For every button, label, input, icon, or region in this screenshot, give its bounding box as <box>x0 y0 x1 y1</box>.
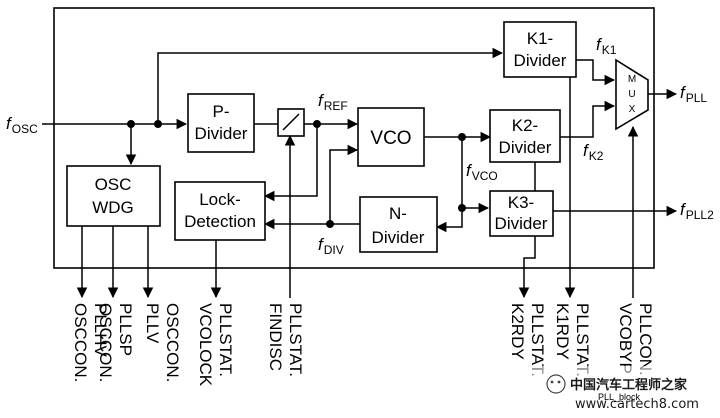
fk1-sub: K1 <box>602 43 617 57</box>
n-divider-label-1: N- <box>389 204 407 223</box>
switch-block <box>277 108 305 137</box>
output-pllsp-line2: PLLSP <box>116 303 135 356</box>
junction-dot <box>326 220 334 228</box>
watermark-line2: www.cartech8.com <box>575 397 699 412</box>
output-pllv: OSCCON. PLLV <box>143 303 182 382</box>
output-vcolock: PLLSTAT. VCOLOCK <box>196 303 235 387</box>
p-divider-label-1: P- <box>213 102 230 121</box>
fdiv-label: fDIV <box>318 235 344 257</box>
fk2-sub: K2 <box>589 149 604 163</box>
watermark-overlay: PLL_block <box>598 392 641 402</box>
fref-main: f <box>318 91 325 110</box>
output-pllsp: OSCCON. PLLSP <box>96 303 135 382</box>
fpll-sub: PLL <box>686 91 708 105</box>
output-k1rdy: PLLSTAT. K1RDY <box>553 303 592 377</box>
mux-letter-u: U <box>628 89 635 100</box>
junction-dot <box>313 120 321 128</box>
k2-divider-label-2: Divider <box>499 138 552 157</box>
watermark-line1: 中国汽车工程师之家 <box>570 377 688 393</box>
k1-divider-label-2: Divider <box>514 51 567 70</box>
fpll-label: fPLL <box>680 83 707 105</box>
watermark: 中国汽车工程师之家 www.cartech8.com PLL_block <box>526 366 716 414</box>
fpll2-main: f <box>680 200 687 219</box>
output-k2rdy-line2: K2RDY <box>508 303 527 360</box>
vco-block: VCO <box>357 107 425 167</box>
output-findisc-line2: FINDISC <box>266 303 285 371</box>
output-pllhv-line1: OSCCON. <box>71 303 90 382</box>
output-pllv-line1: OSCCON. <box>163 303 182 382</box>
output-findisc: PLLSTAT. FINDISC <box>266 303 305 377</box>
fvco-sub: VCO <box>472 169 498 183</box>
junction-dot <box>458 133 466 141</box>
fpll-main: f <box>680 83 687 102</box>
output-k2rdy-line1: PLLSTAT. <box>528 303 547 377</box>
output-k2rdy: PLLSTAT. K2RDY <box>508 303 547 377</box>
osc-wdg-label-2: WDG <box>92 198 134 217</box>
output-pllhv-line2: PLLHV <box>91 303 110 358</box>
fdiv-sub: DIV <box>324 243 344 257</box>
k1-to-mux-wire <box>576 59 616 86</box>
fosc-bypass-to-k1-wire <box>157 47 504 124</box>
output-vcobyp: PLLCON. VCOBYP <box>616 303 655 376</box>
output-k1rdy-line1: PLLSTAT. <box>573 303 592 377</box>
k3-divider-label-1: K3- <box>508 193 534 212</box>
fosc-sub: OSC <box>12 122 38 136</box>
junction-dot <box>127 120 135 128</box>
junction-dot <box>154 120 162 128</box>
output-vcobyp-line1: PLLCON. <box>636 303 655 376</box>
osc-wdg-label-1: OSC <box>95 175 132 194</box>
mux-letter-x: X <box>629 104 636 115</box>
fvco-to-ndivider-wire <box>435 137 463 233</box>
output-k1rdy-line2: K1RDY <box>553 303 572 360</box>
output-vcobyp-line2: VCOBYP <box>616 303 635 374</box>
p-divider-block: P- Divider <box>187 93 255 153</box>
output-vcolock-line2: VCOLOCK <box>196 303 215 387</box>
k2-divider-label-1: K2- <box>512 116 538 135</box>
fk2-main: f <box>583 141 590 160</box>
k1-divider-block: K1- Divider <box>503 21 577 78</box>
junction-dot <box>458 204 466 212</box>
pll-module-frame <box>53 7 655 269</box>
output-findisc-line1: PLLSTAT. <box>286 303 305 377</box>
fref-label: fREF <box>318 91 348 113</box>
vco-label: VCO <box>370 128 411 149</box>
output-vcolock-line1: PLLSTAT. <box>216 303 235 377</box>
fpll2-sub: PLL2 <box>686 208 714 222</box>
lock-detection-label-1: Lock- <box>199 190 241 209</box>
output-pllv-line2: PLLV <box>143 303 162 344</box>
fdiv-to-vco-wire <box>329 144 359 224</box>
fosc-label: fOSC <box>6 114 38 136</box>
fdiv-main: f <box>318 235 325 254</box>
fref-to-lock-wire <box>263 124 318 202</box>
fvco-label: fVCO <box>466 161 498 183</box>
k2-to-mux-wire <box>560 100 616 138</box>
wechat-icon <box>546 374 566 394</box>
fpll2-label: fPLL2 <box>680 200 714 222</box>
fk1-main: f <box>596 35 603 54</box>
k1-divider-label-1: K1- <box>527 29 553 48</box>
n-divider-label-2: Divider <box>372 228 425 247</box>
k3-divider-block: K3- Divider <box>489 190 554 237</box>
lock-detection-label-2: Detection <box>184 212 256 231</box>
output-pllsp-line1: OSCCON. <box>96 303 115 382</box>
n-divider-block: N- Divider <box>359 196 438 253</box>
mux-block: M U X <box>615 58 649 131</box>
fk2-label: fK2 <box>583 141 604 163</box>
fk1-label: fK1 <box>596 35 617 57</box>
p-divider-label-2: Divider <box>195 124 248 143</box>
fref-sub: REF <box>324 99 348 113</box>
mux-letter-m: M <box>628 74 636 85</box>
fosc-main: f <box>6 114 13 133</box>
lock-detection-block: Lock- Detection <box>174 181 266 241</box>
output-pllhv: OSCCON. PLLHV <box>71 303 110 382</box>
k2-divider-block: K2- Divider <box>489 109 561 163</box>
fvco-main: f <box>466 161 473 180</box>
k3-divider-label-2: Divider <box>495 214 548 233</box>
osc-wdg-block: OSC WDG <box>66 165 161 227</box>
